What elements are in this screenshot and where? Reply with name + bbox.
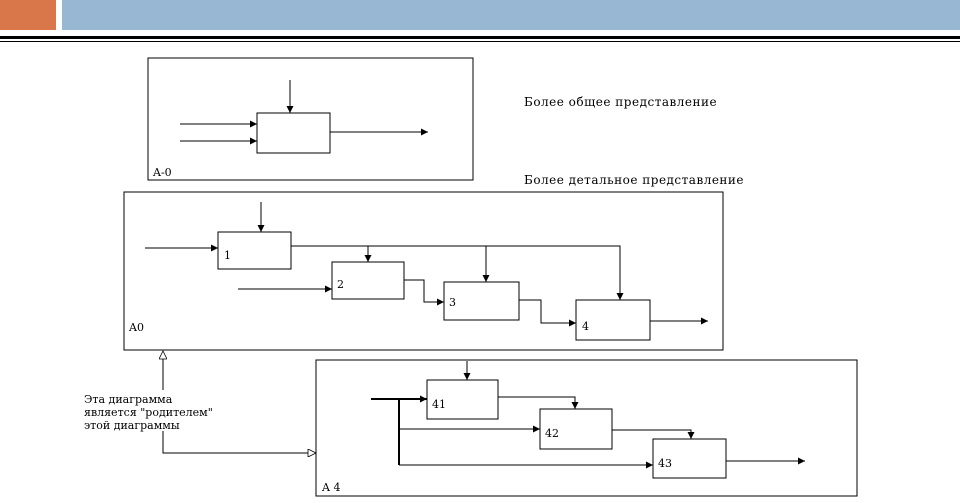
frame-a4 bbox=[315, 359, 858, 497]
note-line-3: этой диаграммы bbox=[84, 419, 180, 432]
box-a4-43-label: 43 bbox=[658, 457, 672, 470]
frame-a-minus0 bbox=[147, 57, 474, 181]
box-a0-3-label: 3 bbox=[449, 296, 456, 309]
box-a4-42 bbox=[539, 408, 613, 450]
box-a0-2-label: 2 bbox=[337, 278, 344, 291]
box-a0-4-label: 4 bbox=[582, 320, 589, 333]
output-a0-1-to-4 bbox=[486, 245, 624, 300]
label-a-minus0: A-0 bbox=[152, 166, 172, 179]
note-line-1: Эта диаграмма bbox=[84, 393, 173, 406]
box-a0-1 bbox=[217, 231, 292, 270]
output-a0-2-to-3 bbox=[404, 279, 444, 306]
box-a4-42-label: 42 bbox=[545, 427, 559, 440]
header-rule-thin bbox=[0, 41, 960, 42]
diagram-a-minus0: A-0 bbox=[147, 57, 474, 181]
diagram-a4: 41 42 43 A 4 bbox=[315, 359, 858, 497]
box-a0-1-label: 1 bbox=[224, 249, 231, 262]
caption-detailed: Более детальное представление bbox=[524, 173, 744, 187]
output-a4-41-to-42 bbox=[498, 396, 579, 409]
box-a0-4 bbox=[575, 299, 651, 341]
box-a4-41-label: 41 bbox=[432, 398, 446, 411]
header-accent-bar bbox=[0, 0, 56, 30]
output-a0-1-to-2 bbox=[291, 245, 372, 262]
note-line-2: является "родителем" bbox=[84, 406, 213, 419]
label-a4: A 4 bbox=[321, 481, 340, 494]
caption-general: Более общее представление bbox=[524, 95, 717, 109]
box-a4-43 bbox=[652, 438, 727, 479]
header-bar bbox=[62, 0, 960, 30]
diagram-a0: 1 2 3 4 A0 bbox=[123, 191, 724, 351]
parent-right-arrow bbox=[162, 431, 316, 453]
label-a0: A0 bbox=[128, 321, 144, 334]
output-a0-3-to-4 bbox=[519, 299, 576, 327]
frame-a0 bbox=[123, 191, 724, 351]
output-a4-42-to-43 bbox=[612, 429, 695, 439]
header-rule-thick bbox=[0, 36, 960, 39]
box-a-minus0 bbox=[256, 112, 331, 154]
parent-note: Эта диаграмма является "родителем" этой … bbox=[84, 351, 316, 453]
box-a0-3 bbox=[443, 281, 520, 321]
